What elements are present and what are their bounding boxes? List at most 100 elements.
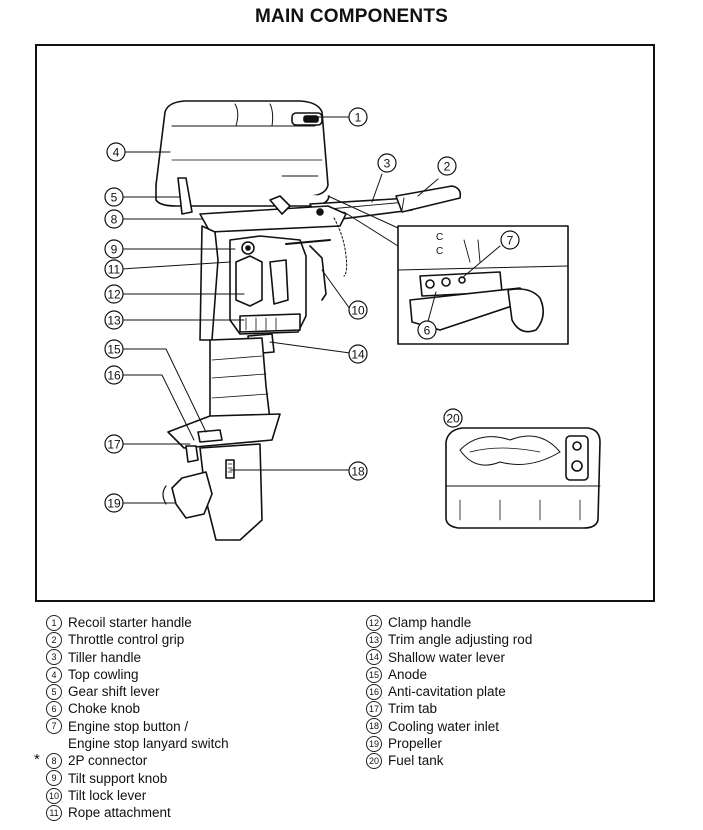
legend-label: Anti-cavitation plate bbox=[388, 684, 506, 700]
legend-number: 7 bbox=[46, 718, 62, 735]
callout-5: 5 bbox=[104, 187, 124, 207]
callout-12: 12 bbox=[104, 284, 124, 304]
leader-lines bbox=[121, 116, 501, 504]
legend-item: 16 Anti-cavitation plate bbox=[366, 683, 532, 700]
legend-number: 13 bbox=[366, 631, 382, 648]
callout-10: 10 bbox=[348, 300, 368, 320]
svg-text:15: 15 bbox=[107, 343, 121, 357]
legend-item: 9 Tilt support knob bbox=[46, 770, 229, 787]
svg-text:9: 9 bbox=[111, 243, 118, 257]
legend-label: Propeller bbox=[388, 736, 443, 752]
callout-3: 3 bbox=[377, 153, 397, 173]
callout-19: 19 bbox=[104, 493, 124, 513]
legend-number: 20 bbox=[366, 753, 382, 770]
legend-item: 15 Anode bbox=[366, 666, 532, 683]
svg-text:4: 4 bbox=[113, 146, 120, 160]
svg-text:5: 5 bbox=[111, 191, 118, 205]
legend-label: Throttle control grip bbox=[68, 632, 185, 648]
legend-item: 19 Propeller bbox=[366, 735, 532, 752]
svg-text:13: 13 bbox=[107, 314, 121, 328]
inset-mark: C bbox=[436, 232, 443, 243]
callout-11: 11 bbox=[104, 259, 124, 279]
callout-1: 1 bbox=[348, 107, 368, 127]
legend-label: Shallow water lever bbox=[388, 649, 506, 665]
svg-text:10: 10 bbox=[351, 304, 365, 318]
svg-text:17: 17 bbox=[107, 438, 121, 452]
legend-label: 2P connector bbox=[68, 753, 148, 769]
legend-label: Engine stop lanyard switch bbox=[68, 736, 229, 752]
legend-label: Gear shift lever bbox=[68, 684, 160, 700]
svg-text:12: 12 bbox=[107, 288, 121, 302]
svg-text:19: 19 bbox=[107, 497, 121, 511]
legend-label: Recoil starter handle bbox=[68, 615, 192, 630]
callout-17: 17 bbox=[104, 434, 124, 454]
callout-15: 15 bbox=[104, 339, 124, 359]
legend-number: 12 bbox=[366, 614, 382, 631]
legend-number: 8 bbox=[46, 753, 62, 770]
legend-item: 13 Trim angle adjusting rod bbox=[366, 631, 532, 648]
svg-text:6: 6 bbox=[424, 324, 431, 338]
legend-item: 7 Engine stop button / bbox=[46, 718, 229, 735]
legend-item: 1 Recoil starter handle bbox=[46, 614, 229, 631]
legend-label: Top cowling bbox=[68, 666, 139, 682]
legend-number: 10 bbox=[46, 787, 62, 804]
legend-item: 10 Tilt lock lever bbox=[46, 787, 229, 804]
legend-item: 4 Top cowling bbox=[46, 666, 229, 683]
legend-label: Fuel tank bbox=[388, 753, 444, 769]
svg-text:7: 7 bbox=[507, 234, 514, 248]
legend-label: Trim tab bbox=[388, 701, 438, 717]
asterisk-marker: * bbox=[34, 751, 40, 769]
page-title: MAIN COMPONENTS bbox=[255, 6, 448, 27]
legend-number: 6 bbox=[46, 701, 62, 718]
callout-6: 6 bbox=[417, 320, 437, 340]
legend-number: 15 bbox=[366, 666, 382, 683]
legend-item: * 8 2P connector bbox=[34, 751, 229, 770]
inset-mark: C bbox=[436, 246, 443, 257]
outboard-motor-drawing bbox=[155, 100, 462, 541]
legend-number: 18 bbox=[366, 718, 382, 735]
legend-item-continuation: Engine stop lanyard switch bbox=[46, 735, 229, 752]
legend-number: 16 bbox=[366, 683, 382, 700]
legend-item: 14 Shallow water lever bbox=[366, 649, 532, 666]
callout-16: 16 bbox=[104, 365, 124, 385]
callout-9: 9 bbox=[104, 239, 124, 259]
callout-14: 14 bbox=[348, 344, 368, 364]
legend-label: Tilt support knob bbox=[68, 770, 168, 786]
legend-label: Cooling water inlet bbox=[388, 718, 500, 734]
svg-text:20: 20 bbox=[446, 412, 460, 426]
legend-label: Anode bbox=[388, 666, 428, 682]
inset-detail-drawing bbox=[327, 195, 569, 345]
legend-left: 1 Recoil starter handle 2 Throttle control… bbox=[34, 614, 229, 822]
legend-number: 9 bbox=[46, 770, 62, 787]
legend-number: 4 bbox=[46, 666, 62, 683]
svg-text:2: 2 bbox=[444, 160, 451, 174]
legend-item: 17 Trim tab bbox=[366, 700, 532, 718]
legend-label: Tilt lock lever bbox=[68, 787, 147, 803]
fuel-tank-drawing bbox=[445, 427, 601, 529]
callout-20: 20 bbox=[443, 408, 463, 428]
legend-number: 2 bbox=[46, 631, 62, 648]
legend-label: Engine stop button / bbox=[68, 718, 189, 734]
legend-label: Trim angle adjusting rod bbox=[388, 632, 533, 648]
legend-item: 2 Throttle control grip bbox=[46, 631, 229, 648]
callout-8: 8 bbox=[104, 209, 124, 229]
legend-label: Tiller handle bbox=[68, 649, 142, 665]
svg-text:18: 18 bbox=[351, 465, 365, 479]
callout-2: 2 bbox=[437, 156, 457, 176]
legend-label: Rope attachment bbox=[68, 805, 171, 821]
svg-text:1: 1 bbox=[355, 111, 362, 125]
legend-number: 1 bbox=[46, 614, 62, 631]
legend-number: 14 bbox=[366, 649, 382, 666]
legend-number: 19 bbox=[366, 735, 382, 752]
diagram-frame bbox=[35, 44, 655, 602]
legend-number: 11 bbox=[46, 804, 62, 821]
svg-text:8: 8 bbox=[111, 213, 118, 227]
callout-13: 13 bbox=[104, 310, 124, 330]
legend-number: 17 bbox=[366, 701, 382, 718]
outboard-motor-illustration: 1 2 3 4 5 6 7 8 9 10 11 12 13 14 15 16 1… bbox=[104, 100, 601, 541]
legend-item: 18 Cooling water inlet bbox=[366, 718, 532, 735]
